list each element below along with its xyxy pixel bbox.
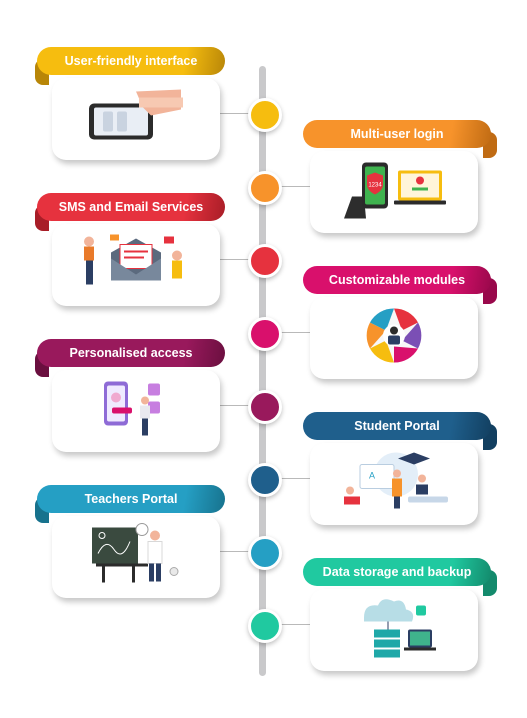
timeline-dot xyxy=(248,171,282,205)
feature-title: Customizable modules xyxy=(303,266,491,294)
connector-line xyxy=(266,478,310,479)
svg-text:A: A xyxy=(369,471,375,481)
timeline-dot xyxy=(248,390,282,424)
connector-line xyxy=(220,551,259,552)
modules-icon xyxy=(354,303,434,374)
feature-title: SMS and Email Services xyxy=(37,193,225,221)
connector-line xyxy=(220,259,259,260)
multi-user-login-icon: 1234 xyxy=(334,157,454,228)
feature-card xyxy=(52,370,220,452)
connector-line xyxy=(266,332,310,333)
cloud-storage-icon xyxy=(344,594,444,667)
feature-card xyxy=(52,516,220,598)
timeline-dot xyxy=(248,98,282,132)
feature-card: A xyxy=(310,443,478,525)
feature-card xyxy=(310,589,478,671)
timeline-dot xyxy=(248,463,282,497)
connector-line xyxy=(220,405,259,406)
feature-title: User-friendly interface xyxy=(37,47,225,75)
timeline-dot xyxy=(248,244,282,278)
student-portal-icon: A xyxy=(334,449,454,520)
timeline-dot xyxy=(248,317,282,351)
connector-line xyxy=(220,113,259,114)
feature-card: 1234 xyxy=(310,151,478,233)
feature-title: Student Portal xyxy=(303,412,491,440)
feature-title: Personalised access xyxy=(37,339,225,367)
feature-title: Multi-user login xyxy=(303,120,491,148)
connector-line xyxy=(266,624,310,625)
email-service-icon xyxy=(76,231,196,300)
feature-card xyxy=(52,78,220,160)
feature-card xyxy=(310,297,478,379)
mobile-app-icon xyxy=(81,86,191,153)
svg-text:1234: 1234 xyxy=(368,183,382,189)
timeline-spine xyxy=(259,66,266,676)
feature-card xyxy=(52,224,220,306)
feature-title: Data storage and backup xyxy=(303,558,491,586)
feature-title: Teachers Portal xyxy=(37,485,225,513)
personal-access-icon xyxy=(96,376,176,447)
timeline-dot xyxy=(248,609,282,643)
timeline-dot xyxy=(248,536,282,570)
connector-line xyxy=(266,186,310,187)
teacher-portal-icon xyxy=(76,522,196,593)
